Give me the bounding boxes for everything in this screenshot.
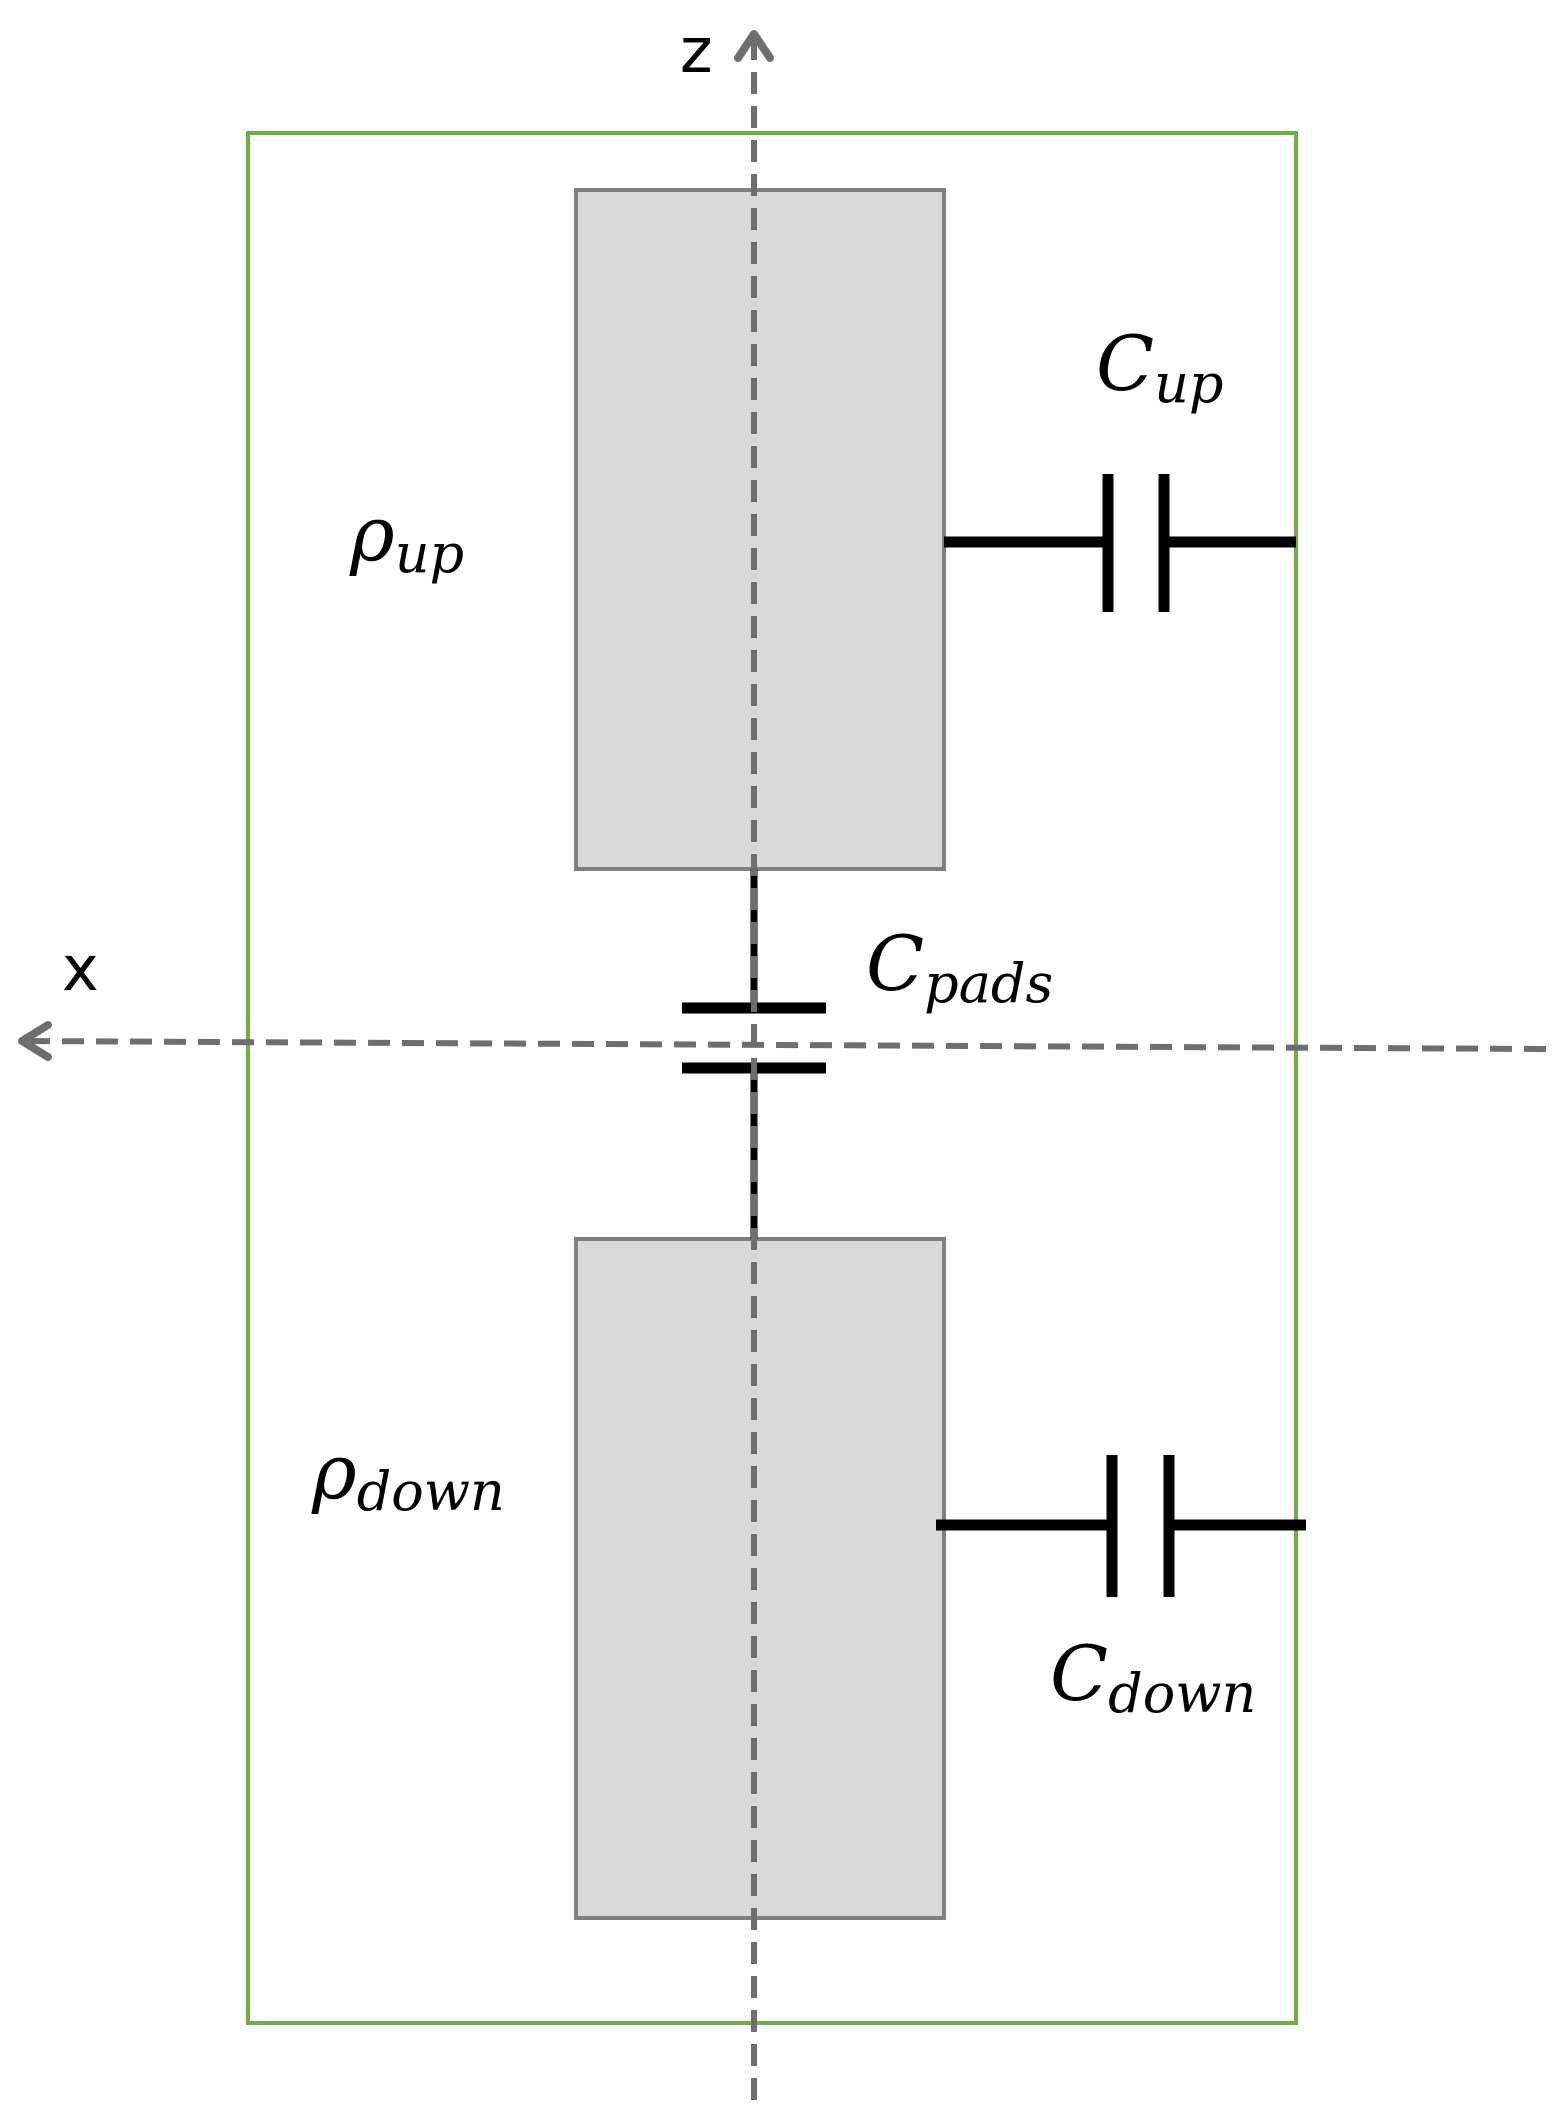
lower-pad <box>574 1237 946 1920</box>
c-up-label: Cup <box>1096 319 1224 415</box>
c-up-base: C <box>1096 319 1154 408</box>
rho-down-base: ρ <box>311 1427 357 1516</box>
x-axis <box>25 1038 1547 1052</box>
c-pads-subscript: pads <box>924 952 1053 1015</box>
z-axis-arrowhead <box>734 30 774 62</box>
x-axis-arrowhead <box>18 1021 52 1061</box>
c-down-base: C <box>1050 1629 1108 1718</box>
x-axis-label: x <box>62 932 99 1005</box>
c-pads-label: Cpads <box>866 919 1053 1015</box>
rho-down-label: ρdown <box>311 1427 505 1523</box>
c-down-label: Cdown <box>1050 1629 1256 1725</box>
rho-down-subscript: down <box>357 1460 505 1523</box>
rho-up-label: ρup <box>349 489 464 585</box>
c-up-subscript: up <box>1154 352 1223 415</box>
c-pads-base: C <box>866 919 924 1008</box>
z-axis-label: z <box>680 14 713 87</box>
c-down-subscript: down <box>1108 1662 1256 1725</box>
boundary-box <box>246 131 1298 2025</box>
rho-up-subscript: up <box>395 522 464 585</box>
upper-pad <box>574 188 946 871</box>
rho-up-base: ρ <box>349 489 395 578</box>
